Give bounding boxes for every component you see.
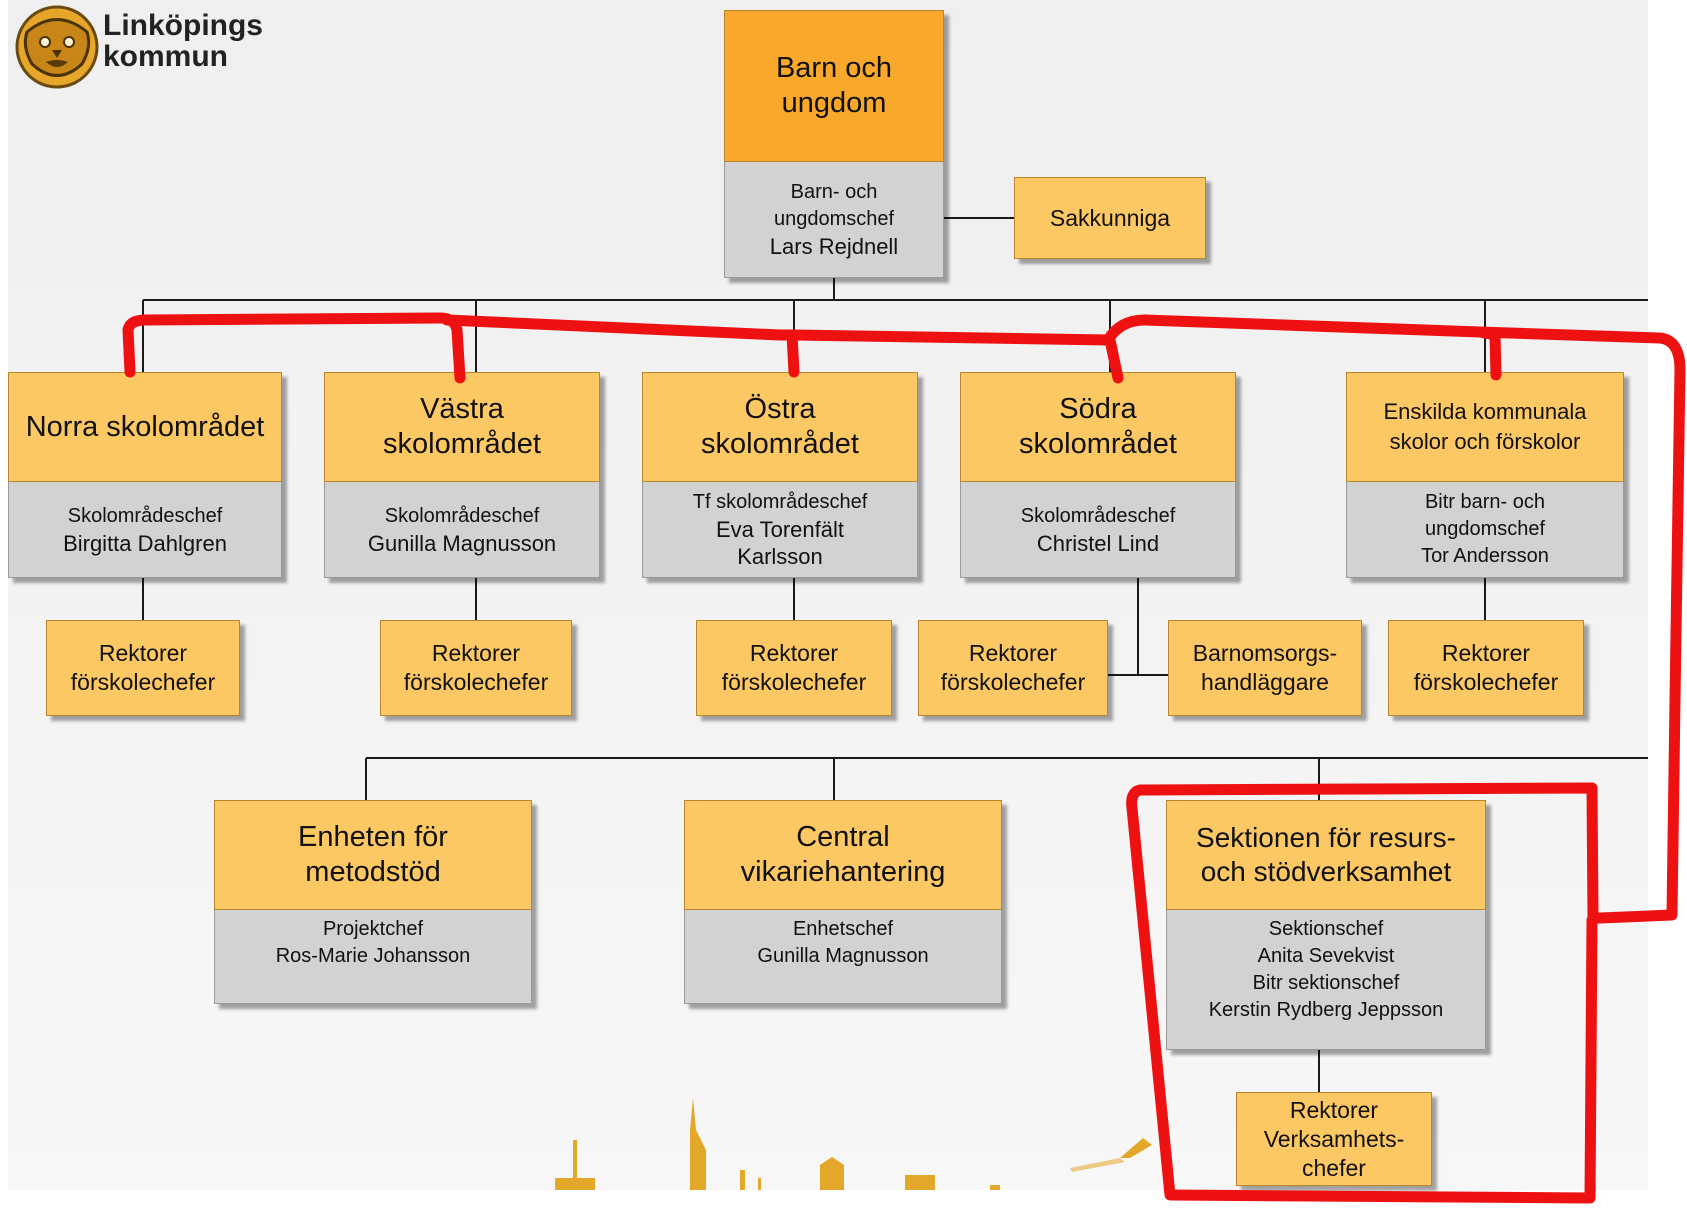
area-chief-name: Gunilla Magnusson: [367, 530, 557, 556]
advisor-box: Sakkunniga: [1014, 177, 1206, 259]
unit-box-sektionen: Sektionen för resurs- och stödverksamhet…: [1166, 800, 1486, 1050]
area-box-norra: Norra skolområdet Skolområdeschef Birgit…: [8, 372, 282, 578]
leaf-box-norra: Rektorer förskolechefer: [46, 620, 240, 716]
unit-deputy-role: Bitr sektionschef: [1252, 972, 1400, 994]
leaf-box-sektionen: Rektorer Verksamhets- chefer: [1236, 1092, 1432, 1186]
area-chief-name: Birgitta Dahlgren: [63, 530, 227, 556]
area-chief-role: Tf skolområdeschef: [692, 491, 868, 513]
area-title: Norra skolområdet: [8, 372, 282, 482]
unit-title: Enheten för metodstöd: [214, 800, 532, 910]
unit-chief-name: Gunilla Magnusson: [757, 945, 929, 967]
unit-title: Central vikariehantering: [684, 800, 1002, 910]
top-unit-title: Barn och ungdom: [724, 10, 944, 162]
area-box-ostra: Östra skolområdet Tf skolområdeschef Eva…: [642, 372, 918, 578]
unit-deputy-name: Kerstin Rydberg Jeppsson: [1208, 999, 1444, 1021]
lion-crest-icon: [15, 5, 99, 89]
area-title: Östra skolområdet: [642, 372, 918, 482]
unit-box-vikarie: Central vikariehantering Enhetschef Guni…: [684, 800, 1002, 1004]
top-unit-name: Lars Rejdnell: [769, 234, 899, 259]
area-chief-name: Eva Torenfält Karlsson: [715, 517, 844, 569]
unit-title: Sektionen för resurs- och stödverksamhet: [1166, 800, 1486, 910]
unit-chief-name: Ros-Marie Johansson: [275, 945, 471, 967]
logo-text: Linköpings kommun: [103, 9, 263, 73]
area-chief: Bitr barn- och ungdomschef Tor Andersson: [1346, 482, 1624, 578]
area-chief: Tf skolområdeschef Eva Torenfält Karlsso…: [642, 482, 918, 578]
area-chief-role: Bitr barn- och ungdomschef: [1424, 491, 1546, 540]
area-chief-role: Skolområdeschef: [384, 504, 540, 527]
area-chief: Skolområdeschef Christel Lind: [960, 482, 1236, 578]
area-box-vastra: Västra skolområdet Skolområdeschef Gunil…: [324, 372, 600, 578]
area-box-sodra: Södra skolområdet Skolområdeschef Christ…: [960, 372, 1236, 578]
area-box-enskilda: Enskilda kommunala skolor och förskolor …: [1346, 372, 1624, 578]
unit-chief-role: Enhetschef: [792, 918, 894, 940]
unit-chief-role: Projektchef: [322, 918, 424, 940]
area-chief-role: Skolområdeschef: [67, 504, 223, 527]
top-unit-box: Barn och ungdom Barn- och ungdomschef La…: [724, 10, 944, 278]
leaf-box-sodra: Rektorer förskolechefer: [918, 620, 1108, 716]
leaf-box-vastra: Rektorer förskolechefer: [380, 620, 572, 716]
area-chief-role: Skolområdeschef: [1020, 504, 1176, 527]
area-title: Västra skolområdet: [324, 372, 600, 482]
area-chief: Skolområdeschef Gunilla Magnusson: [324, 482, 600, 578]
unit-chief: Enhetschef Gunilla Magnusson: [684, 910, 1002, 1004]
leaf-box-ostra: Rektorer förskolechefer: [696, 620, 892, 716]
area-title: Enskilda kommunala skolor och förskolor: [1346, 372, 1624, 482]
leaf-box-barnomsorg: Barnomsorgs- handläggare: [1168, 620, 1362, 716]
unit-box-metodstod: Enheten för metodstöd Projektchef Ros-Ma…: [214, 800, 532, 1004]
unit-chief: Sektionschef Anita Sevekvist Bitr sektio…: [1166, 910, 1486, 1050]
leaf-box-enskilda: Rektorer förskolechefer: [1388, 620, 1584, 716]
area-chief: Skolområdeschef Birgitta Dahlgren: [8, 482, 282, 578]
area-title: Södra skolområdet: [960, 372, 1236, 482]
top-unit-person: Barn- och ungdomschef Lars Rejdnell: [724, 162, 944, 278]
area-chief-name: Christel Lind: [1036, 530, 1160, 556]
top-unit-role: Barn- och ungdomschef: [773, 181, 895, 230]
unit-chief-name: Anita Sevekvist: [1257, 945, 1395, 967]
area-chief-name: Tor Andersson: [1421, 545, 1549, 567]
unit-chief-role: Sektionschef: [1268, 918, 1384, 940]
unit-chief: Projektchef Ros-Marie Johansson: [214, 910, 532, 1004]
